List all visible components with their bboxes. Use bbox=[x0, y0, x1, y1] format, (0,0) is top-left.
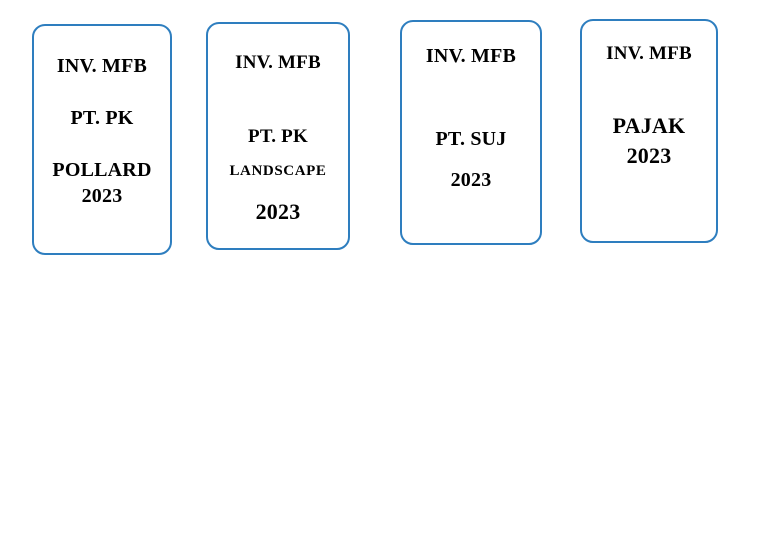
label-card-landscape[interactable]: INV. MFB PT. PK LANDSCAPE 2023 bbox=[206, 22, 350, 250]
label-line-year: 2023 bbox=[450, 169, 492, 191]
label-line-title: INV. MFB bbox=[235, 52, 321, 73]
label-line-company: PT. PK bbox=[70, 107, 134, 129]
label-line-title: INV. MFB bbox=[606, 43, 692, 64]
label-card-suj[interactable]: INV. MFB PT. SUJ 2023 bbox=[400, 20, 542, 245]
label-line-year: 2023 bbox=[626, 143, 672, 168]
label-line-title: INV. MFB bbox=[425, 45, 517, 67]
label-card-pajak[interactable]: INV. MFB PAJAK 2023 bbox=[580, 19, 718, 243]
label-line-category: PAJAK bbox=[612, 113, 686, 138]
label-line-product: LANDSCAPE bbox=[229, 163, 327, 179]
label-line-year: 2023 bbox=[81, 185, 123, 207]
label-line-product: POLLARD bbox=[52, 159, 152, 181]
label-line-year: 2023 bbox=[255, 199, 301, 224]
label-line-company: PT. PK bbox=[248, 126, 308, 147]
label-card-pollard[interactable]: INV. MFB PT. PK POLLARD 2023 bbox=[32, 24, 172, 255]
label-line-title: INV. MFB bbox=[56, 55, 148, 77]
label-line-company: PT. SUJ bbox=[435, 128, 507, 150]
